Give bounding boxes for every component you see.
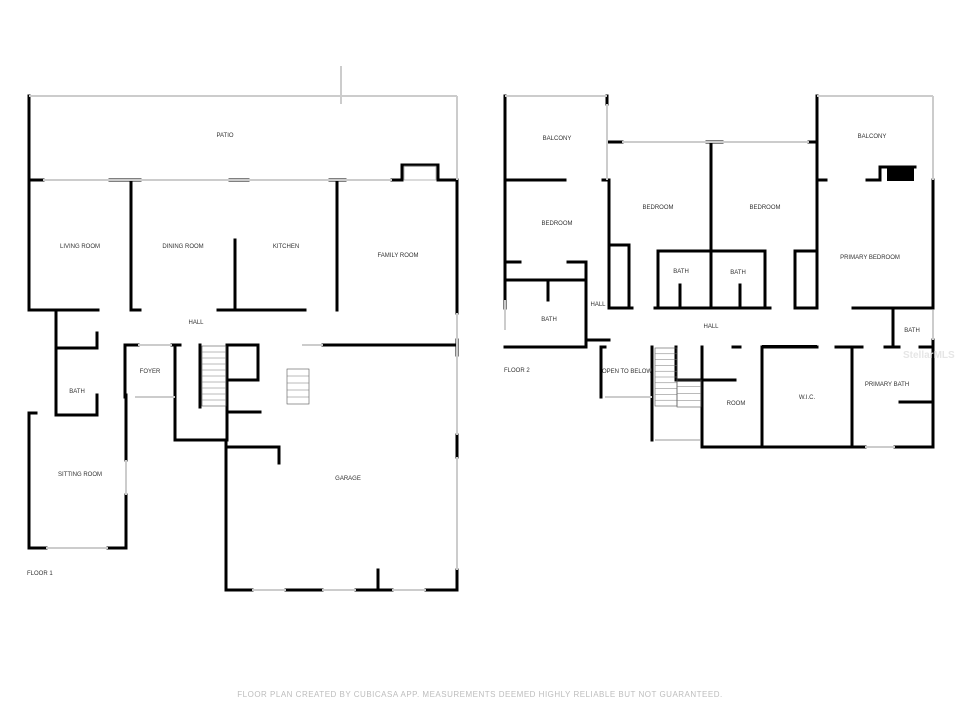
room-label-primary-bath: PRIMARY BATH: [865, 382, 909, 388]
room-label-bath-mid1: BATH: [673, 269, 689, 275]
walls: [27, 94, 935, 592]
stairs-garage: [286, 368, 310, 405]
room-label-kitchen: KITCHEN: [273, 244, 299, 250]
room-label-dining-room: DINING ROOM: [162, 244, 203, 250]
room-label-wic: W.I.C.: [799, 395, 816, 401]
floor-2-label: FLOOR 2: [504, 368, 530, 374]
room-label-bedroom-left: BEDROOM: [541, 221, 572, 227]
room-label-hall: HALL: [188, 320, 204, 326]
wall: [762, 345, 817, 348]
room-label-bath-right: BATH: [904, 328, 920, 334]
stairs: [201, 165, 702, 408]
room-label-foyer: FOYER: [140, 369, 161, 375]
room-label-open-to-below: OPEN TO BELOW: [602, 369, 652, 375]
room-label-bedroom-mid1: BEDROOM: [642, 205, 673, 211]
room-label-family-room: FAMILY ROOM: [377, 253, 418, 259]
fireplace: [403, 165, 437, 181]
room-label-hall: HALL: [703, 324, 719, 330]
room-label-patio: PATIO: [216, 133, 233, 139]
footer-disclaimer: FLOOR PLAN CREATED BY CUBICASA APP. MEAS…: [237, 690, 723, 699]
room-label-bath-mid2: BATH: [730, 270, 746, 276]
room-label-room: ROOM: [727, 401, 746, 407]
room-labels: PATIO LIVING ROOM DINING ROOM KITCHEN FAMILY…: [58, 133, 920, 482]
room-label-bath-left: BATH: [541, 317, 557, 323]
room-label-bath: BATH: [69, 389, 85, 395]
room-label-garage: GARAGE: [335, 476, 361, 482]
floor-1-label: FLOOR 1: [27, 571, 53, 577]
room-label-living-room: LIVING ROOM: [60, 244, 100, 250]
room-label-hall-small: HALL: [590, 302, 606, 308]
windows-and-openings: [29, 66, 934, 591]
fireplace: [887, 167, 914, 181]
room-label-balcony-left: BALCONY: [543, 136, 572, 142]
room-label-balcony-right: BALCONY: [858, 134, 887, 140]
room-label-sitting-room: SITTING ROOM: [58, 472, 102, 478]
room-label-primary-bedroom: PRIMARY BEDROOM: [840, 255, 900, 261]
watermark: StellarMLS: [903, 350, 955, 361]
room-label-bedroom-mid2: BEDROOM: [749, 205, 780, 211]
